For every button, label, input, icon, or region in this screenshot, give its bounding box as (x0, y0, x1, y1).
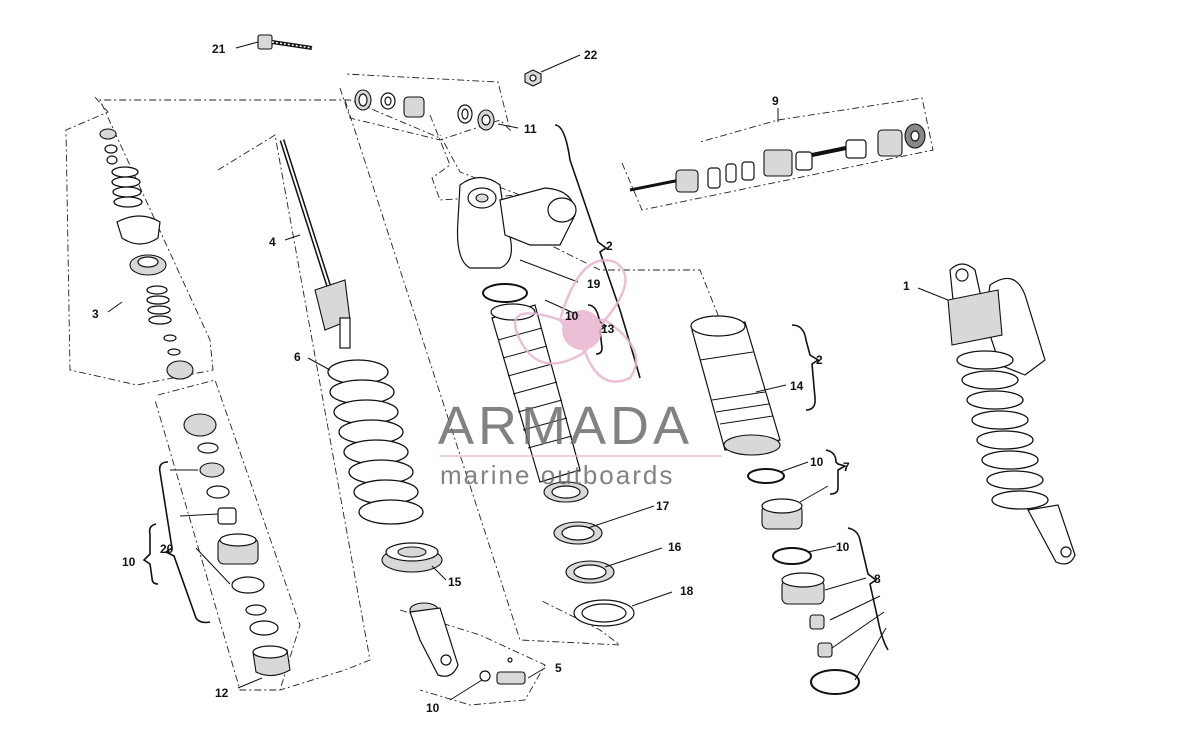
callout-22: 22 (584, 48, 598, 62)
small-spring (111, 166, 143, 208)
threaded-body-13 (490, 303, 581, 483)
cap-set-8 (772, 547, 860, 695)
small-spring-2 (146, 285, 172, 325)
outline-group-body (539, 239, 721, 321)
bolt-21 (257, 34, 313, 50)
callout-10-bottom: 10 (426, 701, 440, 715)
callout-12: 12 (215, 686, 229, 700)
propeller-logo-icon (513, 259, 638, 383)
bushing-set-11 (354, 89, 495, 131)
seal-set-7 (747, 468, 803, 530)
outline-group-4 (217, 134, 371, 691)
assembled-spring (956, 350, 1049, 510)
callout-19: 19 (587, 277, 601, 291)
callout-2-top: 2 (606, 239, 613, 253)
callout-13: 13 (601, 322, 615, 336)
callout-10-top: 10 (565, 309, 579, 323)
brace-10-20 (158, 461, 211, 624)
valve-stack-3 (99, 128, 194, 380)
callout-10-mid: 10 (810, 455, 824, 469)
watermark: ARMADA marine outboards (438, 259, 722, 490)
thread-lines (497, 327, 573, 449)
callout-7: 7 (843, 460, 850, 474)
callout-18: 18 (680, 584, 694, 598)
washer-18 (573, 599, 635, 627)
outline-group-5 (399, 609, 546, 706)
callout-21: 21 (212, 42, 226, 56)
outline-group-9 (621, 97, 934, 211)
callout-2-right: 2 (816, 353, 823, 367)
piston-stack-20 (183, 413, 291, 677)
callout-16: 16 (668, 540, 682, 554)
o-ring-19 (482, 283, 528, 303)
callout-10-left: 10 (122, 555, 136, 569)
spring-seat-15 (381, 542, 443, 573)
callout-8: 8 (874, 572, 881, 586)
callout-10-right: 10 (836, 540, 850, 554)
brace-13 (587, 304, 608, 355)
braces (142, 124, 889, 651)
callout-14: 14 (790, 379, 804, 393)
coil-spring-6 (327, 359, 424, 525)
outline-group-2 (429, 114, 521, 201)
brace-10-left (142, 523, 159, 585)
outline-group-3 (65, 96, 441, 386)
lock-ring-17 (543, 481, 589, 503)
callout-11: 11 (524, 122, 537, 136)
leader-lines (107, 41, 949, 701)
callout-15: 15 (448, 575, 462, 589)
reservoir-14 (690, 315, 781, 456)
callout-17: 17 (656, 499, 670, 513)
lower-mount-5 (409, 602, 526, 685)
callout-1: 1 (903, 279, 910, 293)
callout-4: 4 (269, 235, 276, 249)
nut-22 (524, 69, 542, 87)
piston-rod-4 (279, 139, 351, 349)
brace-7 (825, 449, 848, 495)
lock-ring-16 (565, 560, 615, 584)
callout-9: 9 (772, 94, 779, 108)
callout-labels: 21 22 9 11 3 4 2 19 10 13 1 6 2 14 10 7 … (92, 42, 910, 715)
shock-head-2 (456, 176, 577, 269)
callout-20: 20 (160, 542, 174, 556)
callout-3: 3 (92, 307, 99, 321)
valve-assembly-9 (629, 123, 926, 193)
watermark-subtitle: marine outboards (440, 460, 674, 490)
callout-5: 5 (555, 661, 562, 675)
assembled-shock-1 (947, 263, 1076, 565)
watermark-title: ARMADA (438, 396, 693, 456)
callout-6: 6 (294, 350, 301, 364)
outline-group-11 (339, 73, 511, 141)
brace-8 (847, 527, 889, 651)
brace-2b (791, 324, 820, 411)
outline-group-12 (154, 379, 301, 691)
